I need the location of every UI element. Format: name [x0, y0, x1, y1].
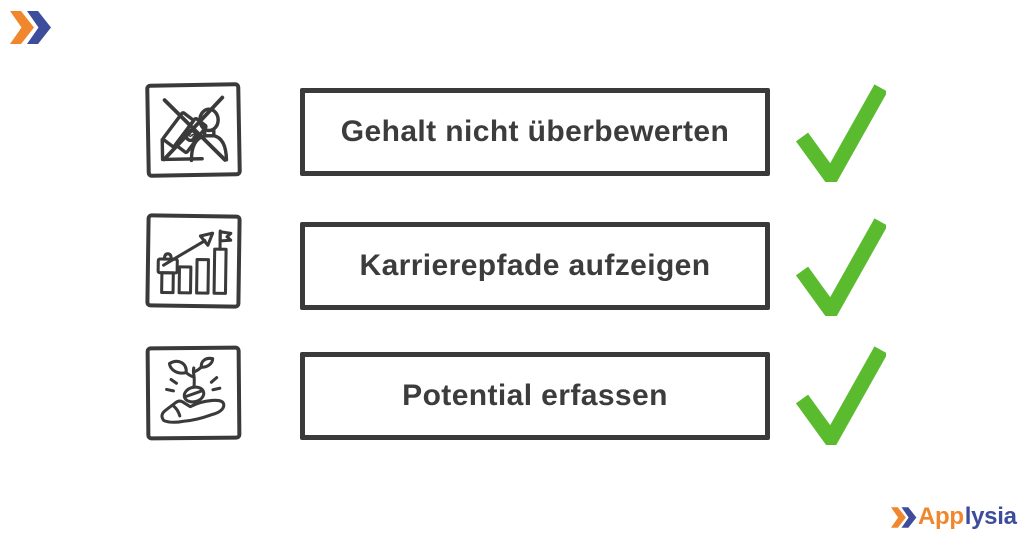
applysia-wordmark: App lysia — [891, 503, 1017, 531]
wordmark-text-blue: lysia — [964, 503, 1017, 530]
wordmark-text-orange: App — [918, 503, 964, 530]
brand-logo — [10, 11, 52, 49]
checklist-row-salary: $ Gehalt nicht überbewerten — [0, 82, 1024, 191]
checkmark-icon — [794, 218, 888, 325]
crossed-out-salary-icon: $ — [145, 82, 242, 178]
svg-text:$: $ — [186, 130, 198, 141]
double-chevron-icon — [891, 506, 917, 528]
label-box-salary: Gehalt nicht überbewerten — [300, 88, 770, 176]
checkmark-icon — [794, 84, 888, 191]
checkmark-icon — [794, 345, 888, 453]
label-box-career: Karrierepfade aufzeigen — [300, 222, 770, 310]
hand-holding-sprout-icon — [145, 345, 242, 441]
career-path-chart-icon — [145, 213, 242, 309]
label-box-potential: Potential erfassen — [300, 352, 770, 440]
double-chevron-icon — [10, 11, 51, 44]
checklist-label: Potential erfassen — [402, 379, 668, 412]
checklist-label: Karrierepfade aufzeigen — [359, 249, 711, 282]
checklist-label: Gehalt nicht überbewerten — [340, 115, 730, 148]
checklist-row-career: Karrierepfade aufzeigen — [0, 213, 1024, 325]
checklist-row-potential: Potential erfassen — [0, 345, 1024, 453]
